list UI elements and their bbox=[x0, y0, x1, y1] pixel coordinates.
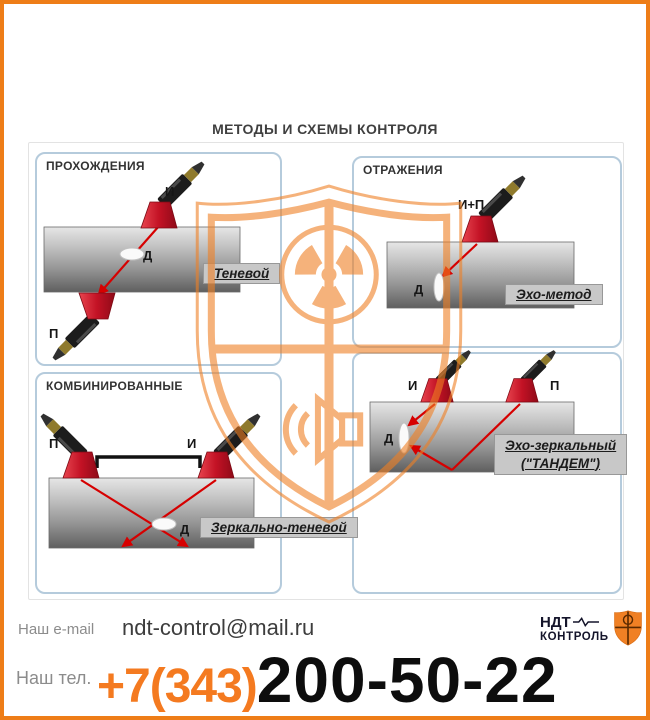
phone-number: 200-50-22 bbox=[256, 644, 558, 716]
panel-transmission: ПРОХОЖДЕНИЯ И П Д bbox=[35, 152, 282, 366]
diagram-area bbox=[28, 142, 624, 600]
method-label-tandem-line2: ("ТАНДЕМ") bbox=[521, 455, 601, 471]
method-label-tandem-line1: Эхо-зеркальный bbox=[505, 438, 617, 453]
defect-label: Д bbox=[414, 282, 424, 297]
transducer-bracket bbox=[95, 455, 202, 468]
emitter-transducer bbox=[140, 158, 208, 229]
receiver-transducer bbox=[505, 347, 559, 403]
panel-transmission-title: ПРОХОЖДЕНИЯ bbox=[46, 159, 145, 173]
brand-logo: НДТ КОНТРОЛЬ bbox=[540, 610, 643, 646]
email-label: Наш e-mail bbox=[18, 621, 95, 638]
brand-name: НДТ bbox=[540, 613, 571, 631]
defect-label: Д bbox=[384, 431, 394, 446]
brand-shield-icon bbox=[613, 610, 642, 646]
emitter-transducer bbox=[420, 347, 474, 403]
email-address: ndt-control@mail.ru bbox=[122, 615, 315, 640]
defect-ellipse bbox=[433, 272, 445, 302]
defect-ellipse bbox=[398, 422, 410, 454]
method-label-mirror-shadow: Зеркально-теневой bbox=[200, 517, 358, 538]
brand-subtitle: КОНТРОЛЬ bbox=[540, 630, 609, 643]
panel-combined-title: КОМБИНИРОВАННЫЕ bbox=[46, 379, 183, 393]
emitter-transducer bbox=[197, 410, 264, 479]
emitter-label: И bbox=[187, 436, 196, 451]
panel-reflection: ОТРАЖЕНИЯ И+П Д bbox=[352, 156, 622, 348]
phone-row: +7(343) 200-50-22 bbox=[97, 648, 558, 712]
method-label-tandem: Эхо-зеркальный ("ТАНДЕМ") bbox=[494, 434, 628, 476]
panel-combined: КОМБИНИРОВАННЫЕ П И Д bbox=[35, 372, 282, 594]
ultrasound-beam bbox=[80, 479, 189, 548]
defect-label: Д bbox=[143, 248, 153, 263]
receiver-label: П bbox=[49, 326, 58, 341]
method-label-echo: Эхо-метод bbox=[505, 284, 603, 305]
pulse-icon bbox=[572, 617, 599, 627]
receiver-label: П bbox=[49, 436, 58, 451]
emitter-label: И bbox=[165, 184, 174, 199]
defect-ellipse bbox=[151, 517, 177, 531]
defect-label: Д bbox=[180, 522, 190, 537]
method-label-shadow: Теневой bbox=[203, 263, 281, 284]
phone-label: Наш тел. bbox=[16, 668, 92, 688]
page-title: МЕТОДЫ И СХЕМЫ КОНТРОЛЯ bbox=[212, 121, 438, 137]
phone-area-code: +7(343) bbox=[97, 660, 258, 713]
defect-ellipse bbox=[119, 247, 145, 261]
transducer-label: И+П bbox=[458, 197, 484, 212]
emitter-label: И bbox=[408, 378, 417, 393]
receiver-transducer bbox=[37, 410, 100, 479]
receiver-label: П bbox=[550, 378, 559, 393]
panel-reflection-title: ОТРАЖЕНИЯ bbox=[363, 163, 443, 177]
receiver-transducer bbox=[49, 292, 116, 364]
